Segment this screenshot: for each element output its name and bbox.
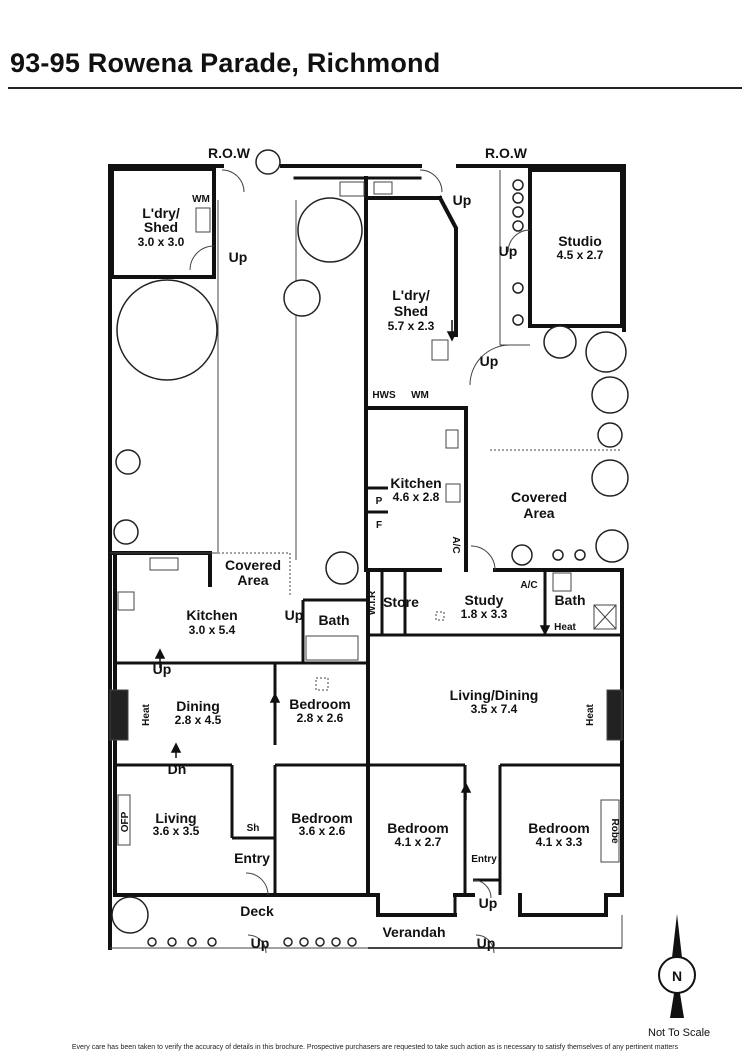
up-6-label: Up bbox=[153, 661, 172, 677]
up-8-label: Up bbox=[251, 935, 270, 951]
up-4-label: Up bbox=[480, 353, 499, 369]
pantry-label: P bbox=[376, 496, 383, 507]
laundry-shed-2-label-b: Shed bbox=[394, 303, 428, 319]
fixtures bbox=[109, 169, 623, 954]
wm-2-label: WM bbox=[411, 390, 429, 401]
north-label: N bbox=[672, 968, 682, 984]
ac-2-label: A/C bbox=[520, 580, 537, 591]
covered-area-left-label: Covered bbox=[225, 557, 281, 573]
deck-label: Deck bbox=[240, 903, 274, 919]
inner-walls bbox=[115, 486, 622, 915]
bedroom-2-label: Bedroom bbox=[291, 810, 352, 826]
bath-left-label: Bath bbox=[318, 612, 349, 628]
heat-1-label: Heat bbox=[554, 622, 576, 633]
covered-area-left-label-b: Area bbox=[237, 572, 268, 588]
kitchen-left-dim: 3.0 x 5.4 bbox=[189, 623, 236, 637]
up-3-label: Up bbox=[499, 243, 518, 259]
fridge-label: F bbox=[376, 520, 382, 531]
room-labels: R.O.W R.O.W L'dry/ Shed 3.0 x 3.0 WM Up … bbox=[120, 145, 620, 951]
north-arrow: N bbox=[658, 914, 696, 1018]
dn-label: Dn bbox=[168, 761, 187, 777]
kitchen-right-label: Kitchen bbox=[390, 475, 441, 491]
studio-label: Studio bbox=[558, 233, 602, 249]
stair-arrows bbox=[154, 320, 551, 800]
living-dim: 3.6 x 3.5 bbox=[153, 824, 200, 838]
heat-3-label: Heat bbox=[585, 703, 596, 725]
study-dim: 1.8 x 3.3 bbox=[461, 607, 508, 621]
ac-1-label: A/C bbox=[450, 536, 461, 553]
laundry-shed-1-label: L'dry/ bbox=[142, 205, 180, 221]
row-left-label: R.O.W bbox=[208, 145, 251, 161]
hws-label: HWS bbox=[372, 390, 396, 401]
landscaping bbox=[111, 149, 629, 947]
up-5-label: Up bbox=[285, 607, 304, 623]
bedroom-2-dim: 3.6 x 2.6 bbox=[299, 824, 346, 838]
up-7-label: Up bbox=[479, 895, 498, 911]
store-label: Store bbox=[383, 594, 419, 610]
bedroom-1-label: Bedroom bbox=[289, 696, 350, 712]
living-dining-label: Living/Dining bbox=[450, 687, 539, 703]
up-1-label: Up bbox=[229, 249, 248, 265]
not-to-scale-note: Not To Scale bbox=[648, 1027, 711, 1039]
kitchen-right-dim: 4.6 x 2.8 bbox=[393, 490, 440, 504]
kitchen-left-label: Kitchen bbox=[186, 607, 237, 623]
ofp-label: OFP bbox=[120, 811, 131, 832]
robe-label: Robe bbox=[609, 819, 620, 844]
study-label: Study bbox=[465, 592, 504, 608]
bedroom-1-dim: 2.8 x 2.6 bbox=[297, 711, 344, 725]
wm-1-label: WM bbox=[192, 194, 210, 205]
entry-left-label: Entry bbox=[234, 850, 270, 866]
heat-2-label: Heat bbox=[141, 703, 152, 725]
laundry-shed-2-label: L'dry/ bbox=[392, 287, 430, 303]
dining-label: Dining bbox=[176, 698, 220, 714]
laundry-shed-1-label-b: Shed bbox=[144, 219, 178, 235]
page-title: 93-95 Rowena Parade, Richmond bbox=[10, 48, 441, 78]
dining-dim: 2.8 x 4.5 bbox=[175, 713, 222, 727]
covered-area-right-label-b: Area bbox=[523, 505, 554, 521]
studio-dim: 4.5 x 2.7 bbox=[557, 248, 604, 262]
bedroom-4-label: Bedroom bbox=[528, 820, 589, 836]
shower-label: Sh bbox=[247, 823, 260, 834]
title-divider bbox=[8, 87, 742, 89]
verandah-label: Verandah bbox=[382, 924, 445, 940]
living-label: Living bbox=[155, 810, 196, 826]
bedroom-3-dim: 4.1 x 2.7 bbox=[395, 835, 442, 849]
row-right-label: R.O.W bbox=[485, 145, 528, 161]
bedroom-3-label: Bedroom bbox=[387, 820, 448, 836]
covered-area-right-label: Covered bbox=[511, 489, 567, 505]
bath-right-label: Bath bbox=[554, 592, 585, 608]
entry-right-label: Entry bbox=[471, 854, 497, 865]
wir-label: W.I.R bbox=[367, 590, 378, 615]
disclaimer: Every care has been taken to verify the … bbox=[71, 1044, 679, 1051]
laundry-shed-1-dim: 3.0 x 3.0 bbox=[138, 235, 185, 249]
outer-walls bbox=[108, 164, 626, 950]
up-9-label: Up bbox=[477, 935, 496, 951]
bedroom-4-dim: 4.1 x 3.3 bbox=[536, 835, 583, 849]
laundry-shed-2-dim: 5.7 x 2.3 bbox=[388, 319, 435, 333]
up-2-label: Up bbox=[453, 192, 472, 208]
living-dining-dim: 3.5 x 7.4 bbox=[471, 702, 518, 716]
